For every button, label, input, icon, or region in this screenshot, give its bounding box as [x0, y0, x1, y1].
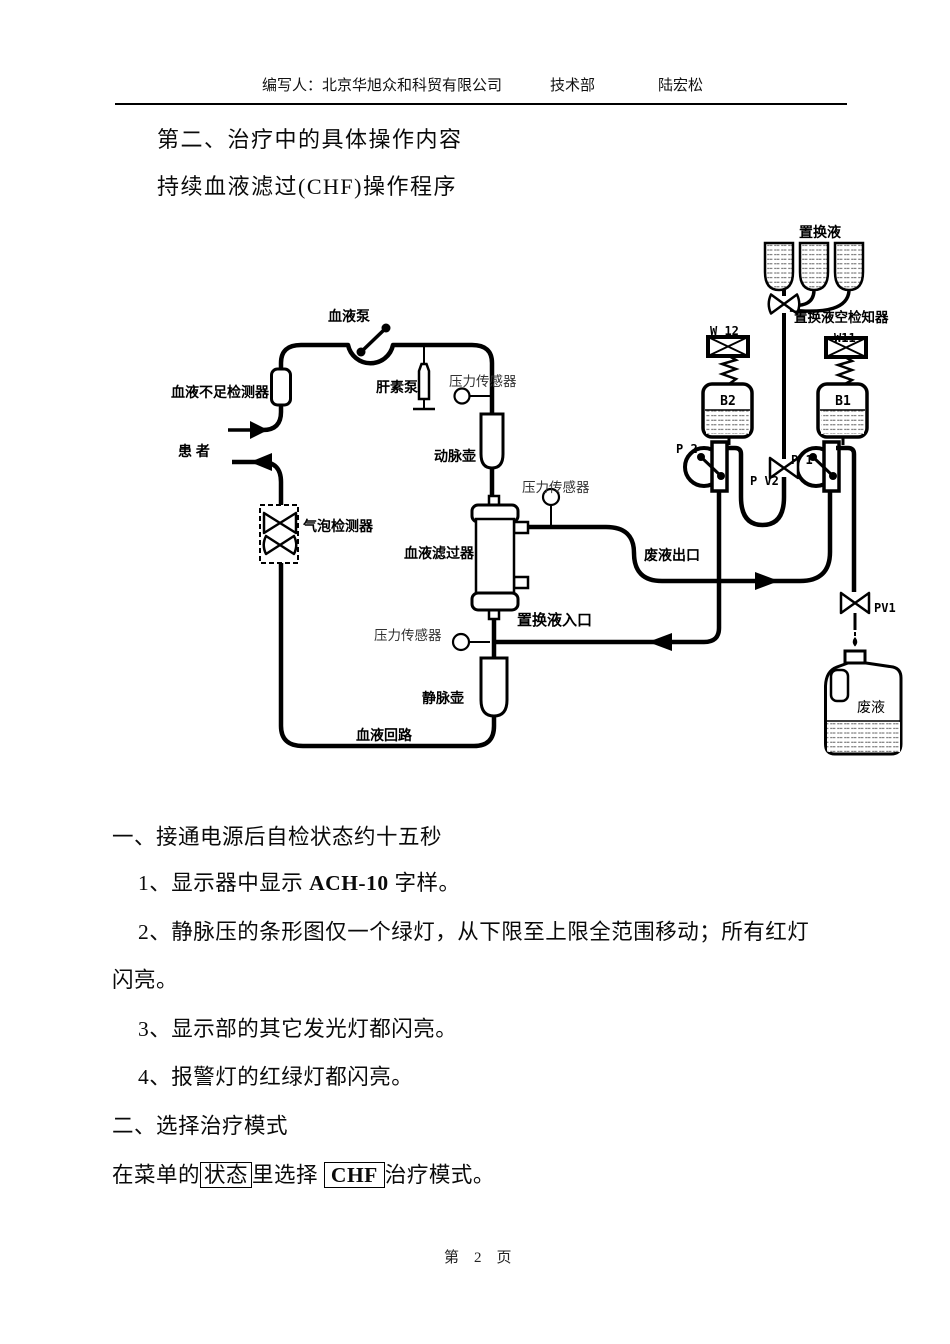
label-waste-fluid: 废液 — [857, 699, 885, 715]
label-w12: W 12 — [710, 324, 739, 338]
pressure-sensor-arterial — [453, 387, 490, 405]
label-blood-pump: 血液泵 — [328, 308, 370, 324]
label-b2: B2 — [720, 394, 736, 409]
item2-line1: 2、静脉压的条形图仅一个绿灯，从下限至上限全范围移动；所有红灯 — [138, 920, 810, 944]
header-department: 技术部 — [550, 78, 596, 94]
arterial-chamber-shape — [479, 412, 505, 470]
pump-p2 — [683, 440, 729, 493]
label-pressure-sensor-2: 压力传感器 — [522, 479, 590, 495]
draw-arrowhead — [250, 421, 268, 439]
replacement-empty-detector-valve — [767, 293, 801, 315]
air-bubble-detector — [259, 504, 299, 564]
replacement-fluid-bags — [763, 241, 865, 292]
label-p2: P 2 — [676, 442, 698, 456]
label-w11: W11 — [834, 331, 856, 345]
chamber-b2 — [701, 382, 754, 445]
item1-post: 字样。 — [388, 871, 461, 895]
section2-heading: 二、选择治疗模式 — [112, 1114, 289, 1138]
chf-circuit-diagram: 血液泵 血液不足检测器 患 者 肝素泵 压力传感器 动脉壶 压力传感器 气泡检测… — [171, 224, 903, 756]
insufficiency-detector-shape — [270, 367, 292, 407]
mode-box-chf: CHF — [323, 1162, 385, 1188]
label-arterial-chamber: 动脉壶 — [434, 448, 476, 464]
label-replacement-empty-detector: 置换液空检知器 — [794, 309, 889, 325]
chamber-b1 — [816, 382, 869, 445]
mode-box-status: 状态 — [200, 1162, 253, 1188]
item1-bold: ACH-10 — [309, 871, 389, 895]
label-pressure-sensor-1: 压力传感器 — [449, 373, 517, 389]
page-number: 第 2 页 — [444, 1250, 512, 1266]
label-pv2: P V2 — [750, 474, 779, 488]
procedure-title: 持续血液滤过(CHF)操作程序 — [157, 174, 457, 199]
pressure-sensor-filtrate — [541, 487, 561, 527]
return-arrowhead — [250, 453, 272, 471]
label-air-bubble-detector: 气泡检测器 — [302, 518, 374, 534]
label-replacement-fluid: 置换液 — [799, 224, 842, 240]
item2-line2: 闪亮。 — [112, 968, 179, 992]
heparin-pump — [413, 345, 435, 411]
u-turn-line — [723, 445, 787, 528]
mode-post: 治疗模式。 — [384, 1163, 495, 1187]
mode-pre: 在菜单的 — [112, 1163, 201, 1187]
item4-line: 4、报警灯的红绿灯都闪亮。 — [138, 1065, 414, 1089]
label-pressure-sensor-3: 压力传感器 — [374, 627, 442, 643]
tubing — [228, 290, 851, 749]
replacement-inlet-line — [495, 490, 722, 645]
header-author-line: 编写人：北京华旭众和科贸有限公司 — [262, 78, 503, 94]
label-replacement-inlet: 置换液入口 — [517, 611, 592, 629]
bag3-arc — [789, 290, 851, 313]
valve-pv1 — [839, 591, 871, 647]
waste-arrowhead — [755, 572, 779, 590]
item3-line: 3、显示部的其它发光灯都闪亮。 — [138, 1017, 458, 1041]
label-patient: 患 者 — [178, 443, 210, 459]
header-rule — [115, 103, 847, 105]
item1-pre: 1、显示器中显示 — [138, 871, 310, 895]
valve-pv2 — [768, 456, 800, 480]
balance-w12 — [706, 335, 750, 386]
label-venous-chamber: 静脉壶 — [422, 690, 464, 706]
draw-line — [262, 342, 495, 433]
section1-heading: 一、接通电源后自检状态约十五秒 — [112, 825, 443, 849]
item1-line: 1、显示器中显示 ACH-10 字样。 — [138, 866, 460, 897]
pressure-sensor-venous — [451, 632, 490, 652]
return-line — [232, 459, 497, 749]
venous-chamber-shape — [479, 656, 509, 718]
inlet-arrowhead — [648, 633, 672, 651]
label-pv1: PV1 — [874, 601, 896, 615]
label-p1: P 1 — [791, 453, 813, 467]
label-insufficiency-detector: 血液不足检测器 — [171, 384, 270, 400]
label-b1: B1 — [835, 394, 851, 409]
hemofilter — [470, 494, 530, 621]
pump-p1 — [795, 440, 857, 592]
header-author-name: 陆宏松 — [658, 78, 704, 94]
balance-w11 — [824, 336, 868, 386]
label-heparin-pump: 肝素泵 — [376, 379, 418, 395]
label-hemofilter: 血液滤过器 — [404, 545, 475, 561]
mode-mid: 里选择 — [252, 1163, 324, 1187]
waste-outlet-line — [528, 487, 833, 584]
label-blood-circuit: 血液回路 — [356, 727, 413, 743]
section-title: 第二、治疗中的具体操作内容 — [157, 127, 463, 152]
blood-pump — [356, 323, 391, 357]
waste-jug — [824, 649, 903, 756]
label-waste-outlet: 废液出口 — [644, 547, 700, 563]
